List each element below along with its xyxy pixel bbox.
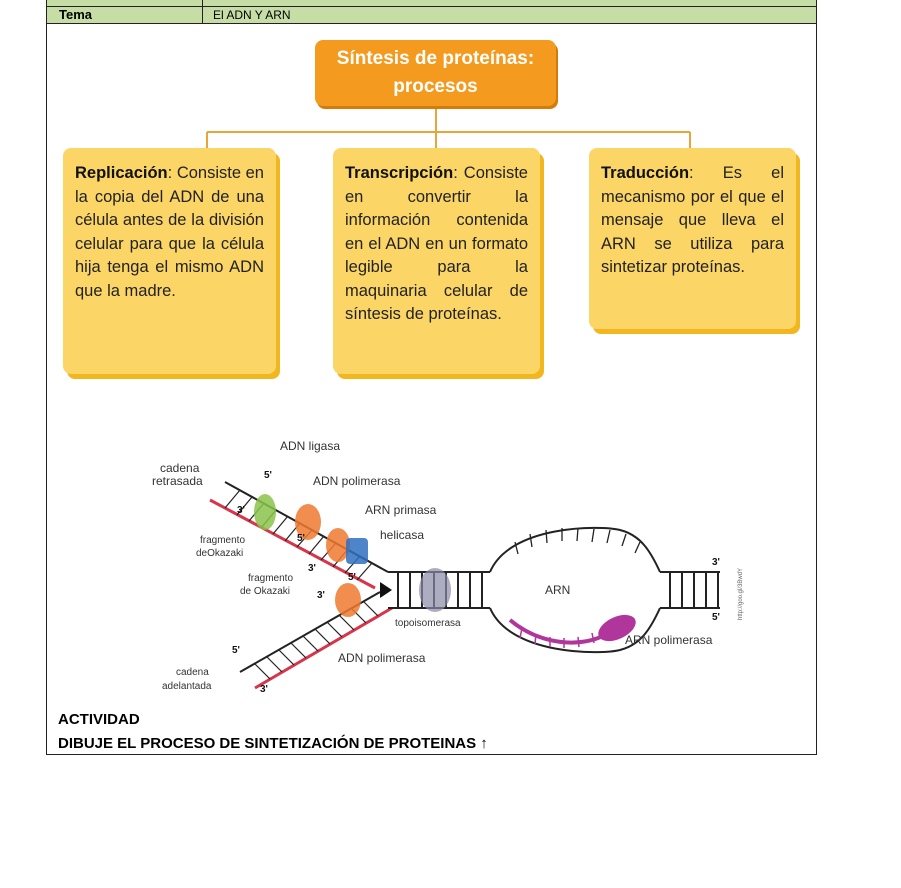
five-prime-label: 5' — [297, 533, 305, 544]
three-prime-label: 3' — [712, 557, 720, 568]
label-adn-polimerasa-top: ADN polimerasa — [313, 474, 401, 488]
arn-primasa-enzyme — [346, 538, 368, 564]
card-term: Replicación — [75, 164, 168, 182]
diagram-labels: ADN ligasa cadena retrasada ADN polimera… — [152, 439, 713, 692]
adn-ligasa-enzyme — [254, 494, 276, 530]
label-cadena-retrasada-2: retrasada — [152, 474, 203, 488]
image-credit-url: http://goo.gl/3BwdY — [738, 568, 744, 620]
adn-polimerasa-enzyme-bottom — [335, 583, 361, 617]
label-helicasa: helicasa — [380, 528, 424, 542]
five-prime-label: 5' — [264, 470, 272, 481]
concept-map-root: Síntesis de proteínas: procesos — [315, 40, 556, 106]
activity-instruction: DIBUJE EL PROCESO DE SINTETIZACIÓN DE PR… — [58, 735, 488, 752]
enzymes — [254, 494, 451, 617]
transcription-bubble — [489, 526, 661, 654]
three-prime-label: 3' — [260, 684, 268, 695]
label-fragmento-2b: de Okazaki — [240, 586, 290, 597]
root-title: Síntesis de proteínas: — [336, 48, 535, 69]
strand-ends: 5' 3' 5' 3' 5' 3' 5' 3' 3' 5' — [232, 470, 720, 695]
five-prime-label: 5' — [712, 612, 720, 623]
leading-arm — [239, 591, 393, 690]
card-replicacion: Replicación: Consiste en la copia del AD… — [63, 148, 276, 374]
right-duplex — [660, 571, 720, 609]
label-arn-primasa: ARN primasa — [365, 503, 437, 517]
adn-polimerasa-enzyme-top — [295, 504, 321, 540]
label-cadena-retrasada-1: cadena — [160, 461, 200, 475]
topic-value: El ADN Y ARN — [213, 8, 291, 22]
column-divider — [202, 0, 203, 24]
card-term: Traducción — [601, 164, 690, 182]
worksheet: Tema El ADN Y ARN — [46, 0, 817, 755]
topic-label: Tema — [59, 7, 92, 22]
five-prime-label: 5' — [348, 572, 356, 583]
dna-replication-diagram: ADN ligasa cadena retrasada ADN polimera… — [152, 439, 744, 695]
three-prime-label: 3' — [308, 563, 316, 574]
card-text: : Consiste en convertir la información c… — [345, 164, 528, 323]
card-term: Transcripción — [345, 164, 454, 182]
label-arn-polimerasa: ARN polimerasa — [625, 633, 713, 647]
topic-row: Tema El ADN Y ARN — [47, 0, 816, 24]
label-fragmento-1a: fragmento — [200, 535, 245, 546]
topoisomerasa-enzyme — [419, 568, 451, 612]
previous-row-edge — [47, 0, 816, 7]
root-subtitle: procesos — [393, 76, 478, 97]
card-transcripcion: Transcripción: Consiste en convertir la … — [333, 148, 540, 374]
label-cadena-adelantada-1: cadena — [176, 667, 209, 678]
label-adn-ligasa: ADN ligasa — [280, 439, 340, 453]
activity-title: ACTIVIDAD — [58, 711, 140, 728]
three-prime-label: 3' — [237, 505, 245, 516]
label-arn: ARN — [545, 583, 570, 597]
five-prime-label: 5' — [232, 645, 240, 656]
card-text: : Es el mecanismo por el que el mensaje … — [601, 164, 784, 276]
three-prime-label: 3' — [317, 590, 325, 601]
card-traduccion: Traducción: Es el mecanismo por el que e… — [589, 148, 796, 329]
card-text: : Consiste en la copia del ADN de una cé… — [75, 164, 264, 300]
label-cadena-adelantada-2: adelantada — [162, 681, 212, 692]
label-adn-polimerasa-bottom: ADN polimerasa — [338, 651, 426, 665]
label-topoisomerasa: topoisomerasa — [395, 618, 461, 629]
label-fragmento-1b: deOkazaki — [196, 548, 243, 559]
label-fragmento-2a: fragmento — [248, 573, 293, 584]
